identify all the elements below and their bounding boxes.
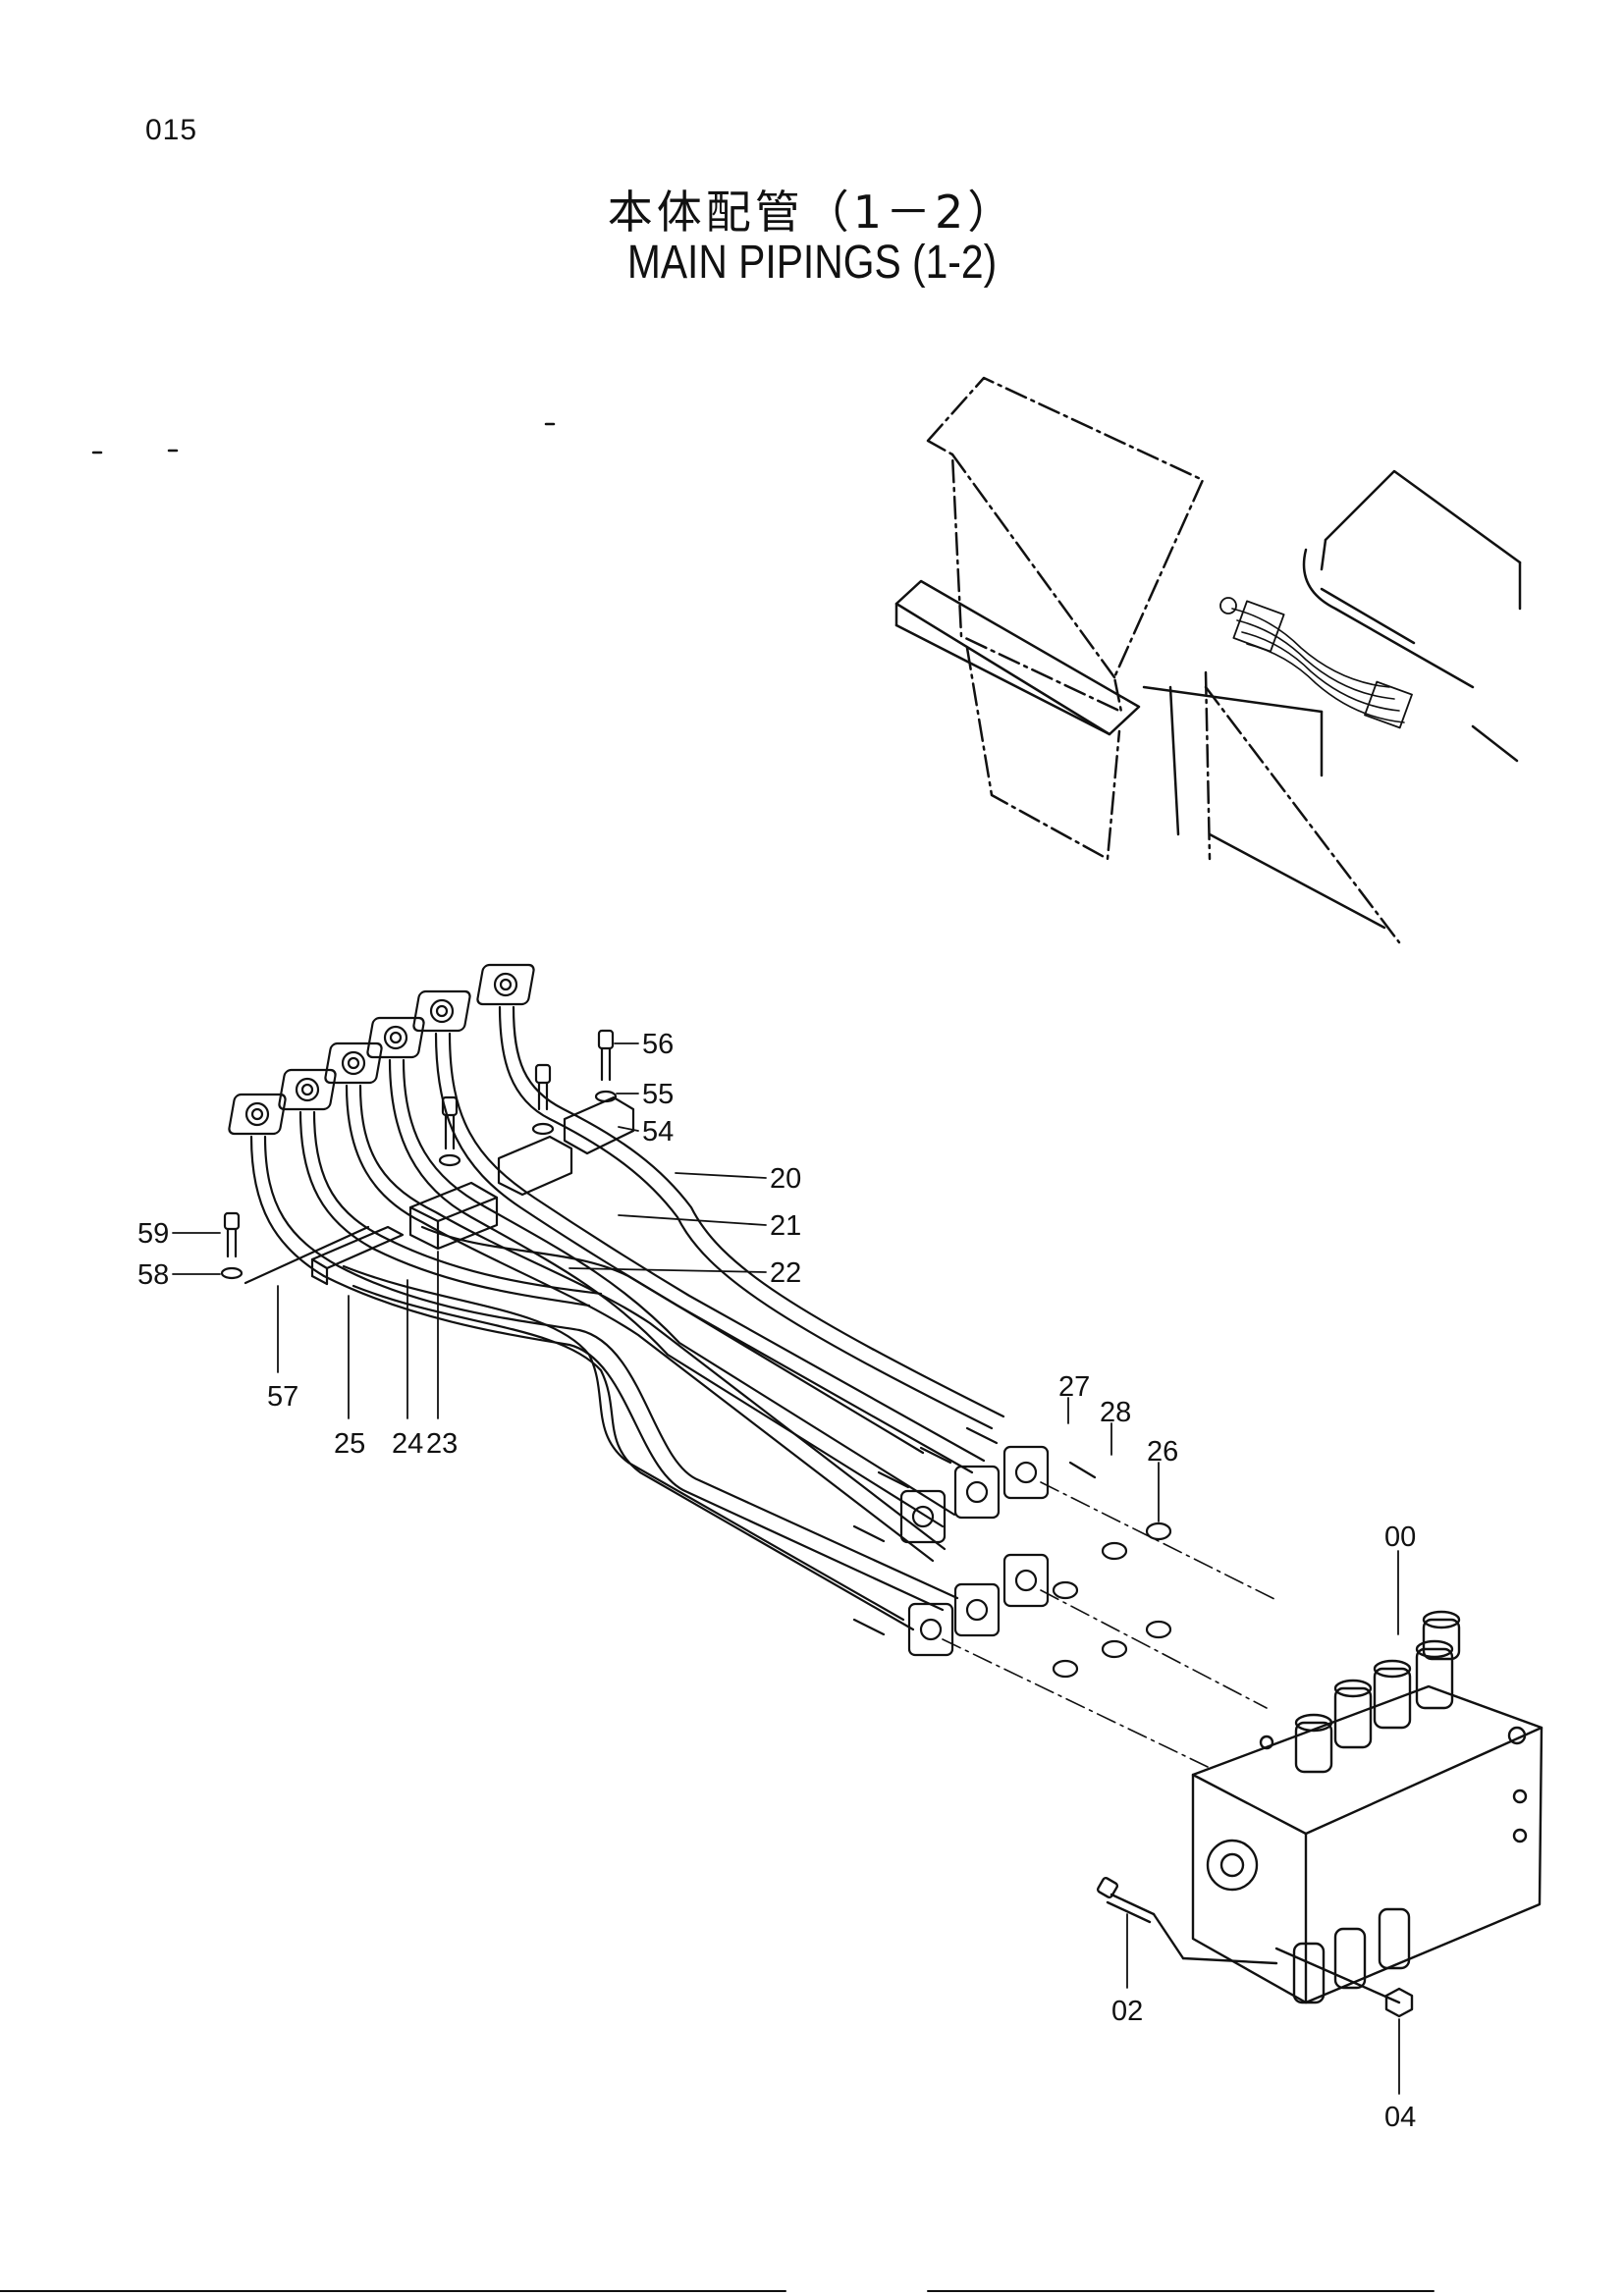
pipe-bundle <box>249 1005 1005 1631</box>
part-label-04: 04 <box>1384 2102 1416 2133</box>
part-label-27: 27 <box>1058 1371 1090 1403</box>
control-valve <box>1096 1610 1543 2018</box>
page-number: 015 <box>145 114 198 146</box>
part-label-57: 57 <box>267 1381 298 1413</box>
location-inset <box>894 376 1522 944</box>
stray-marks <box>91 422 556 454</box>
part-label-21: 21 <box>770 1210 801 1242</box>
part-label-23: 23 <box>426 1428 458 1460</box>
part-label-22: 22 <box>770 1257 801 1289</box>
part-label-59: 59 <box>137 1218 169 1250</box>
part-label-55: 55 <box>642 1079 674 1110</box>
part-label-02: 02 <box>1111 1996 1143 2027</box>
part-label-00: 00 <box>1384 1522 1416 1553</box>
clamps <box>220 1029 635 1286</box>
title-english: MAIN PIPINGS (1-2) <box>626 237 998 289</box>
leader-lines <box>172 1042 1400 2095</box>
title-japanese: 本体配管（1－2） <box>607 186 1017 239</box>
part-label-25: 25 <box>334 1428 365 1460</box>
part-label-26: 26 <box>1147 1436 1178 1468</box>
part-label-58: 58 <box>137 1259 169 1291</box>
part-labels: 56 55 54 20 21 22 59 58 57 25 24 23 27 2… <box>137 1029 1416 2133</box>
part-label-28: 28 <box>1100 1397 1131 1428</box>
part-label-24: 24 <box>392 1428 423 1460</box>
part-label-56: 56 <box>642 1029 674 1060</box>
part-label-54: 54 <box>642 1116 674 1148</box>
lower-flanges <box>852 1426 1277 1768</box>
flange-heads <box>228 963 535 1136</box>
part-label-20: 20 <box>770 1163 801 1195</box>
